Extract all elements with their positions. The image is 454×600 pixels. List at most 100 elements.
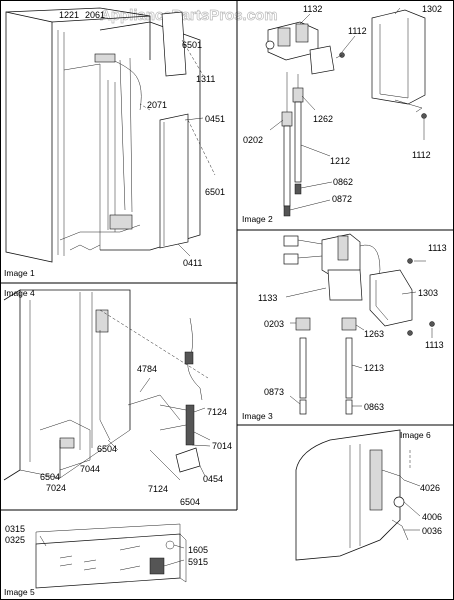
harness-7014	[185, 404, 195, 446]
tube-1213	[345, 337, 353, 399]
label-5915: 5915	[188, 557, 208, 567]
label-1112-top: 1112	[348, 26, 367, 36]
label-4006: 4006	[422, 512, 442, 522]
label-0315: 0315	[5, 524, 25, 534]
label-6501-lower: 6501	[205, 187, 225, 197]
bottom-hinge	[69, 244, 101, 251]
valve-coil	[337, 235, 349, 261]
label-0325: 0325	[5, 535, 25, 545]
housing-top-flange	[35, 523, 181, 544]
leader-2071	[139, 103, 151, 111]
valve-solenoid-left	[277, 27, 291, 47]
caption-image2: Image 2	[242, 214, 273, 224]
housing-ribs	[119, 545, 141, 571]
label-2061: 2061	[85, 10, 105, 20]
label-1303: 1303	[418, 288, 438, 298]
cabinet-top-rear	[20, 289, 131, 430]
label-1113-top: 1113	[428, 243, 447, 253]
image1-panel: 1221 2061 6501 1311 2071 0451 6501 0411 …	[4, 7, 225, 278]
label-1263: 1263	[364, 329, 384, 339]
screw-1113-bottom	[429, 321, 435, 327]
leader-1262	[301, 95, 316, 111]
label-6504-right: 6504	[180, 497, 200, 507]
label-1132: 1132	[303, 4, 322, 14]
tube-7124-lower	[149, 449, 181, 481]
harness-0036	[391, 519, 409, 541]
leader-0862	[300, 181, 333, 189]
housing-side	[179, 533, 187, 583]
valve-solenoid-right	[295, 23, 309, 43]
channel-4026	[369, 449, 383, 511]
valve-inlet	[265, 40, 275, 50]
bracket-1302-tab	[394, 99, 423, 113]
cabinet-corner-shell	[295, 429, 401, 561]
panel-0411	[159, 113, 189, 249]
wiring-harness	[119, 57, 133, 213]
screw-bracket	[407, 330, 413, 336]
caption-image5: Image 5	[4, 587, 35, 597]
image5-panel: 0315 0325 1605 5915 Image 5	[4, 523, 208, 597]
leader-1311	[181, 39, 204, 76]
compressor-area	[39, 419, 91, 471]
label-2071: 2071	[147, 100, 167, 110]
fitting-1263	[341, 317, 357, 331]
cabinet-front-edge	[3, 289, 21, 481]
leader-1112-top	[341, 35, 356, 53]
image2-panel: 1132 1112 1302 1262 0202 1212 0862 0872 …	[242, 4, 442, 224]
thermostat-box	[95, 309, 109, 333]
leader-1133	[285, 287, 327, 298]
tube-7124	[127, 394, 181, 421]
connector-wires	[297, 239, 323, 259]
label-1221: 1221	[59, 10, 79, 20]
top-bracket-2061	[94, 53, 116, 63]
image3-panel: 1113 1303 1133 0203 1263 1113 1213 0873 …	[242, 233, 447, 421]
clip-0454	[175, 447, 201, 473]
label-1133: 1133	[258, 293, 277, 303]
cabinet-back-panel	[99, 21, 201, 251]
label-7124-lower: 7124	[148, 484, 168, 494]
leader-5915	[163, 559, 185, 567]
tube-left	[283, 125, 291, 207]
watermark: AppliancePartsPros.com	[100, 7, 278, 24]
caption-image3: Image 3	[242, 411, 273, 421]
image6-panel: 4026 4006 0036 Image 6	[295, 429, 442, 561]
screw-1112-top-shaft	[335, 54, 343, 59]
relay-5915	[149, 557, 165, 575]
tube-end-0862	[294, 183, 302, 195]
label-4784: 4784	[137, 364, 157, 374]
tube-end-0873	[299, 399, 307, 415]
bottom-bracket	[109, 214, 133, 230]
cabinet-top-back	[5, 7, 151, 17]
connector-plug-lower	[283, 253, 299, 265]
tube-1212	[294, 101, 302, 183]
label-7014: 7014	[212, 441, 232, 451]
label-0862: 0862	[333, 177, 353, 187]
tube-end-0863	[345, 399, 353, 415]
label-1311: 1311	[196, 74, 215, 84]
label-1113-bottom: 1113	[425, 340, 444, 350]
bracket-7044	[59, 437, 75, 449]
cover-6501-top	[161, 11, 187, 77]
tube-end-0872	[283, 205, 291, 217]
leader-1303	[401, 291, 417, 295]
label-0863: 0863	[364, 402, 384, 412]
label-1605: 1605	[188, 545, 208, 555]
fitting-1262	[292, 87, 304, 103]
connector-plug-upper	[283, 235, 299, 247]
label-0872: 0872	[332, 194, 352, 204]
label-7124-upper: 7124	[207, 407, 227, 417]
leader-1263	[355, 324, 365, 331]
leader-1212	[300, 144, 331, 157]
leader-1213	[351, 364, 363, 369]
label-1213: 1213	[364, 363, 384, 373]
leader-0411	[177, 243, 191, 257]
fitting-0203	[295, 317, 311, 331]
label-0411: 0411	[183, 258, 202, 268]
leader-1605	[173, 544, 185, 549]
label-0202: 0202	[243, 135, 263, 145]
valve-lower-body	[327, 269, 363, 301]
label-0203: 0203	[264, 319, 284, 329]
fitting-0202	[281, 111, 293, 127]
leader-7124-upper	[193, 407, 206, 413]
leader-4006	[403, 501, 421, 517]
